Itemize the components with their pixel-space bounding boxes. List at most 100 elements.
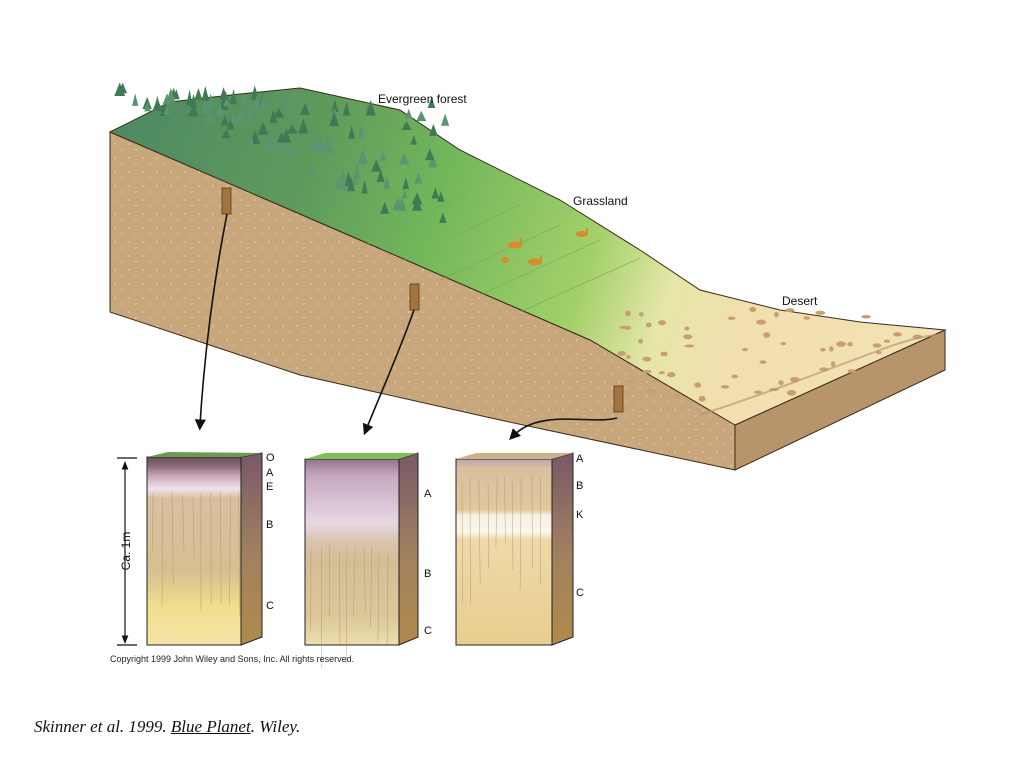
rock-icon [625,310,631,317]
depth-label: Ca. 1m [119,531,133,571]
tree-icon [247,132,254,145]
forest-horizon-a: A [266,467,274,479]
tree-icon [411,198,423,211]
depth-dimension [117,457,137,646]
tree-icon [427,96,436,108]
tree-icon [257,121,269,135]
tree-icon [205,111,215,123]
tree-icon [201,86,210,101]
root-line [238,491,241,616]
forest-horizon-e: E [266,481,274,493]
forest-horizon-o: O [266,452,275,464]
rock-icon [861,315,871,319]
desert-horizon-b: B [576,480,584,492]
root-line [495,476,498,548]
desert-horizon-c: C [576,587,584,599]
tree-icon [186,89,193,106]
tree-icon [201,99,209,114]
label-evergreen-forest: Evergreen forest [378,92,467,106]
root-line [229,493,231,606]
root-line [363,547,366,613]
rock-icon [780,342,787,346]
forest-horizon-b: B [266,519,274,531]
tree-icon [308,162,315,176]
rock-icon [872,343,882,348]
tree-icon [114,82,126,96]
rock-icon [774,311,779,318]
tree-icon [229,88,238,105]
forest-soil-profile [146,452,263,646]
rock-icon [830,361,836,367]
tree-icon [414,172,423,184]
rock-icon [847,369,856,373]
tree-icon [431,187,440,199]
root-line [220,491,222,605]
tree-icon [132,93,139,106]
tree-icon [365,99,376,116]
tree-icon [399,152,410,165]
rock-icon [617,351,626,356]
desert-horizon-k: K [576,509,584,521]
tree-icon [288,142,296,156]
tree-icon [144,101,151,112]
tree-icon [425,148,435,161]
tree-icon [401,120,412,131]
rock-icon [673,393,680,399]
rock-icon [759,360,767,364]
tree-icon [269,109,278,123]
root-line [370,546,373,627]
root-line [171,491,174,584]
root-line [182,494,185,552]
root-line [345,546,348,665]
tree-icon [405,108,413,119]
citation: Skinner et al. 1999. Blue Planet. Wiley. [34,717,300,737]
tree-icon [441,113,450,126]
tree-icon [215,103,225,116]
tree-icon [223,95,230,107]
rock-icon [638,312,644,317]
tree-icon [376,168,385,182]
tree-icon [401,189,408,199]
rock-icon [646,388,656,395]
tree-icon [219,87,228,100]
tree-icon [439,212,447,223]
desert-soil-profile [455,452,574,646]
rock-icon [778,380,784,386]
grassland-horizon-c: C [424,625,432,637]
tree-icon [281,128,292,143]
label-grassland: Grassland [573,194,628,208]
root-line [152,492,154,551]
tree-icon [286,124,298,134]
tree-icon [152,98,163,111]
forest-horizon-c: C [266,600,274,612]
tree-icon [230,112,238,123]
desert-wash [699,334,941,416]
rock-icon [625,379,636,384]
root-line [487,482,490,569]
tree-icon [166,87,176,103]
evergreen-trees [114,82,450,223]
rock-icon [698,395,706,402]
label-desert: Desert [782,294,818,308]
tree-icon [358,122,365,139]
root-line [519,476,522,591]
desert-horizon-a: A [576,453,584,465]
tree-icon [357,153,368,165]
rock-icon [643,369,652,374]
root-line [377,553,380,642]
root-line [192,497,195,561]
rock-icon [660,351,668,357]
tree-icon [383,176,390,189]
tree-icon [280,93,290,109]
rock-icon [892,332,902,337]
rock-icon [731,374,739,379]
root-line [161,498,164,607]
rock-icon [785,308,795,313]
root-line [511,481,514,570]
desert-rocks [617,306,923,402]
tree-icon [235,107,245,124]
tree-icon [411,192,423,205]
rock-icon [727,316,736,320]
copyright-notice: Copyright 1999 John Wiley and Sons, Inc.… [110,654,355,664]
